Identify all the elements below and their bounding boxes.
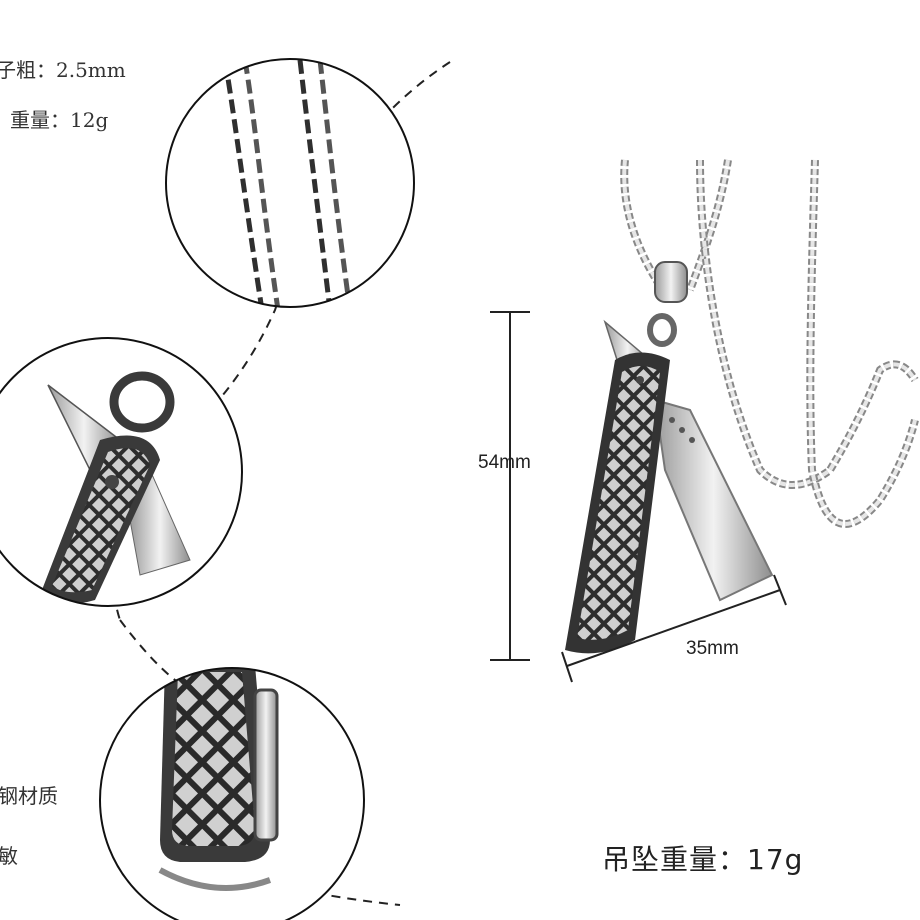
allergy-label: 敏 [0, 844, 18, 868]
height-dimension [490, 311, 530, 661]
handle-end-closeup [100, 668, 364, 920]
chain-closeup [166, 59, 414, 307]
chain-weight-label: 重量：12g [10, 108, 109, 132]
material-label: 钢材质 [0, 784, 58, 808]
width-dimension [561, 574, 787, 683]
chain-thickness-label: 子粗：2.5mm [0, 58, 126, 82]
height-dimension-label: 54mm [478, 452, 531, 473]
handle-closeup [0, 338, 242, 606]
necklace-chain [620, 159, 919, 528]
dashed-guide-bottom [299, 889, 401, 906]
pendant-weight-label: 吊坠重量：17g [602, 843, 804, 876]
razor-pendant [565, 261, 774, 654]
handle-magnifier-ring [0, 337, 243, 607]
width-dimension-label: 35mm [686, 638, 739, 659]
chain-magnifier-ring [165, 58, 415, 308]
handle-end-magnifier-ring [99, 667, 365, 920]
